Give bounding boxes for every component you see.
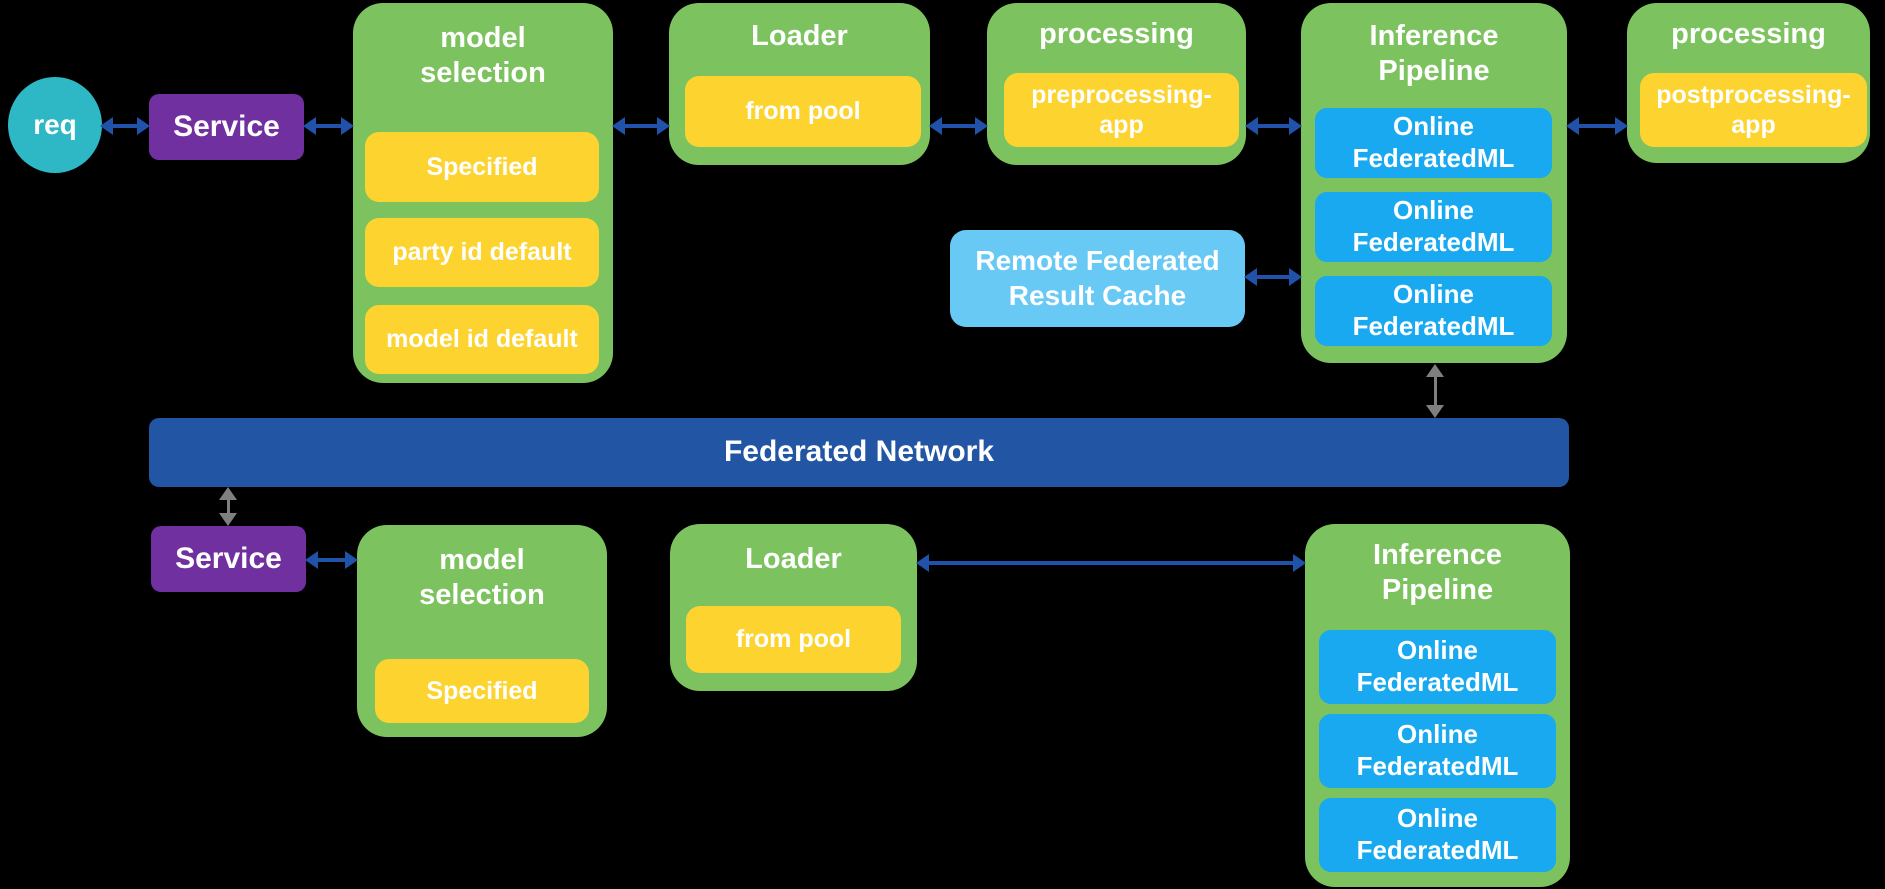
federated-network-bar: Federated Network xyxy=(149,418,1569,487)
request-node: req xyxy=(8,77,102,173)
service-label-bottom: Service xyxy=(175,541,282,575)
option-specified-bottom: Specified xyxy=(375,659,589,723)
postprocessing-group: processing postprocessing- app xyxy=(1627,3,1870,163)
preprocessing-app-item: preprocessing- app xyxy=(1004,73,1239,147)
loader-title-bottom: Loader xyxy=(745,543,842,575)
online-federatedml-node: Online FederatedML xyxy=(1319,714,1556,788)
arrow-req-service xyxy=(100,117,150,135)
inference-pipeline-group-bottom: Inference Pipeline Online FederatedML On… xyxy=(1305,524,1570,887)
option-party-id-default-label: party id default xyxy=(392,238,572,267)
arrow-loader-pipeline-bottom xyxy=(916,554,1306,572)
service-node-bottom: Service xyxy=(151,526,306,592)
postprocessing-app-item: postprocessing- app xyxy=(1640,73,1867,147)
remote-federated-result-cache: Remote Federated Result Cache xyxy=(950,230,1245,327)
arrow-pipeline-postprocessing xyxy=(1566,117,1628,135)
online-federatedml-label: Online FederatedML xyxy=(1352,111,1515,173)
inference-pipeline-group-top: Inference Pipeline Online FederatedML On… xyxy=(1301,3,1567,363)
online-federatedml-label: Online FederatedML xyxy=(1352,279,1515,341)
online-federatedml-label: Online FederatedML xyxy=(1356,635,1519,697)
federated-network-label: Federated Network xyxy=(723,435,995,469)
option-party-id-default: party id default xyxy=(365,218,599,287)
arrow-cache-pipeline xyxy=(1244,268,1302,286)
loader-group-top: Loader from pool xyxy=(669,3,930,165)
model-selection-title-top: model selection xyxy=(420,22,546,90)
arrow-preprocessing-pipeline xyxy=(1245,117,1302,135)
service-node-top: Service xyxy=(149,94,304,160)
arrow-pipeline-network xyxy=(1426,364,1444,418)
service-label-top: Service xyxy=(173,109,280,143)
model-selection-group-bottom: model selection Specified xyxy=(357,525,607,737)
arrow-modelselection-loader-top xyxy=(612,117,670,135)
option-specified-top: Specified xyxy=(365,132,599,202)
preprocessing-group: processing preprocessing- app xyxy=(987,3,1246,165)
online-federatedml-node: Online FederatedML xyxy=(1315,276,1552,346)
from-pool-label-bottom: from pool xyxy=(735,625,852,654)
online-federatedml-label: Online FederatedML xyxy=(1356,803,1519,865)
arrow-service-modelselection-top xyxy=(303,117,354,135)
online-federatedml-node: Online FederatedML xyxy=(1319,798,1556,872)
loader-group-bottom: Loader from pool xyxy=(670,524,917,691)
online-federatedml-label: Online FederatedML xyxy=(1352,195,1515,257)
postprocessing-app-label: postprocessing- app xyxy=(1656,80,1851,140)
postprocessing-title: processing xyxy=(1671,18,1826,50)
online-federatedml-node: Online FederatedML xyxy=(1315,108,1552,178)
arrow-service-modelselection-bottom xyxy=(305,551,358,569)
arrow-network-service-bottom xyxy=(219,487,237,526)
from-pool-item-bottom: from pool xyxy=(686,606,901,673)
model-selection-title-bottom: model selection xyxy=(419,544,545,612)
online-federatedml-label: Online FederatedML xyxy=(1356,719,1519,781)
option-specified-label-bottom: Specified xyxy=(426,676,538,705)
remote-cache-label: Remote Federated Result Cache xyxy=(975,245,1220,311)
arrow-loader-preprocessing xyxy=(929,117,988,135)
inference-pipeline-title-bottom: Inference Pipeline xyxy=(1373,539,1502,607)
online-federatedml-node: Online FederatedML xyxy=(1319,630,1556,704)
model-selection-group-top: model selection Specified party id defau… xyxy=(353,3,613,383)
from-pool-item-top: from pool xyxy=(685,76,921,147)
request-label: req xyxy=(33,108,77,140)
option-model-id-default-label: model id default xyxy=(386,325,578,354)
option-model-id-default: model id default xyxy=(365,305,599,374)
preprocessing-app-label: preprocessing- app xyxy=(1031,80,1212,140)
online-federatedml-node: Online FederatedML xyxy=(1315,192,1552,262)
inference-pipeline-title-top: Inference Pipeline xyxy=(1369,20,1499,88)
option-specified-label-top: Specified xyxy=(426,152,538,181)
preprocessing-title: processing xyxy=(1039,18,1194,50)
from-pool-label-top: from pool xyxy=(745,97,861,126)
loader-title-top: Loader xyxy=(751,20,848,52)
